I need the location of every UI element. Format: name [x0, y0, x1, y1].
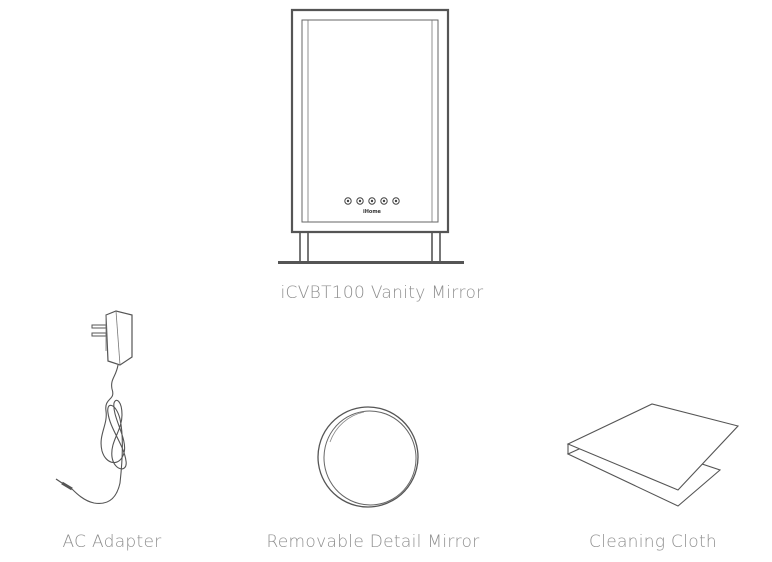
cleaning-cloth-caption: Cleaning Cloth [589, 532, 717, 552]
detail-mirror-illustration-icon [310, 402, 430, 514]
detail-mirror-caption: Removable Detail Mirror [266, 532, 480, 552]
ac-adapter-caption: AC Adapter [62, 532, 162, 552]
ac-adapter-illustration-icon [50, 305, 160, 520]
vanity-mirror-caption: iCVBT100 Vanity Mirror [280, 283, 484, 303]
cleaning-cloth-illustration-icon [560, 398, 745, 510]
vanity-mirror-illustration-icon [278, 5, 464, 264]
mirror-control-buttons [345, 198, 399, 204]
mirror-brand-mark: iHome [363, 209, 381, 215]
